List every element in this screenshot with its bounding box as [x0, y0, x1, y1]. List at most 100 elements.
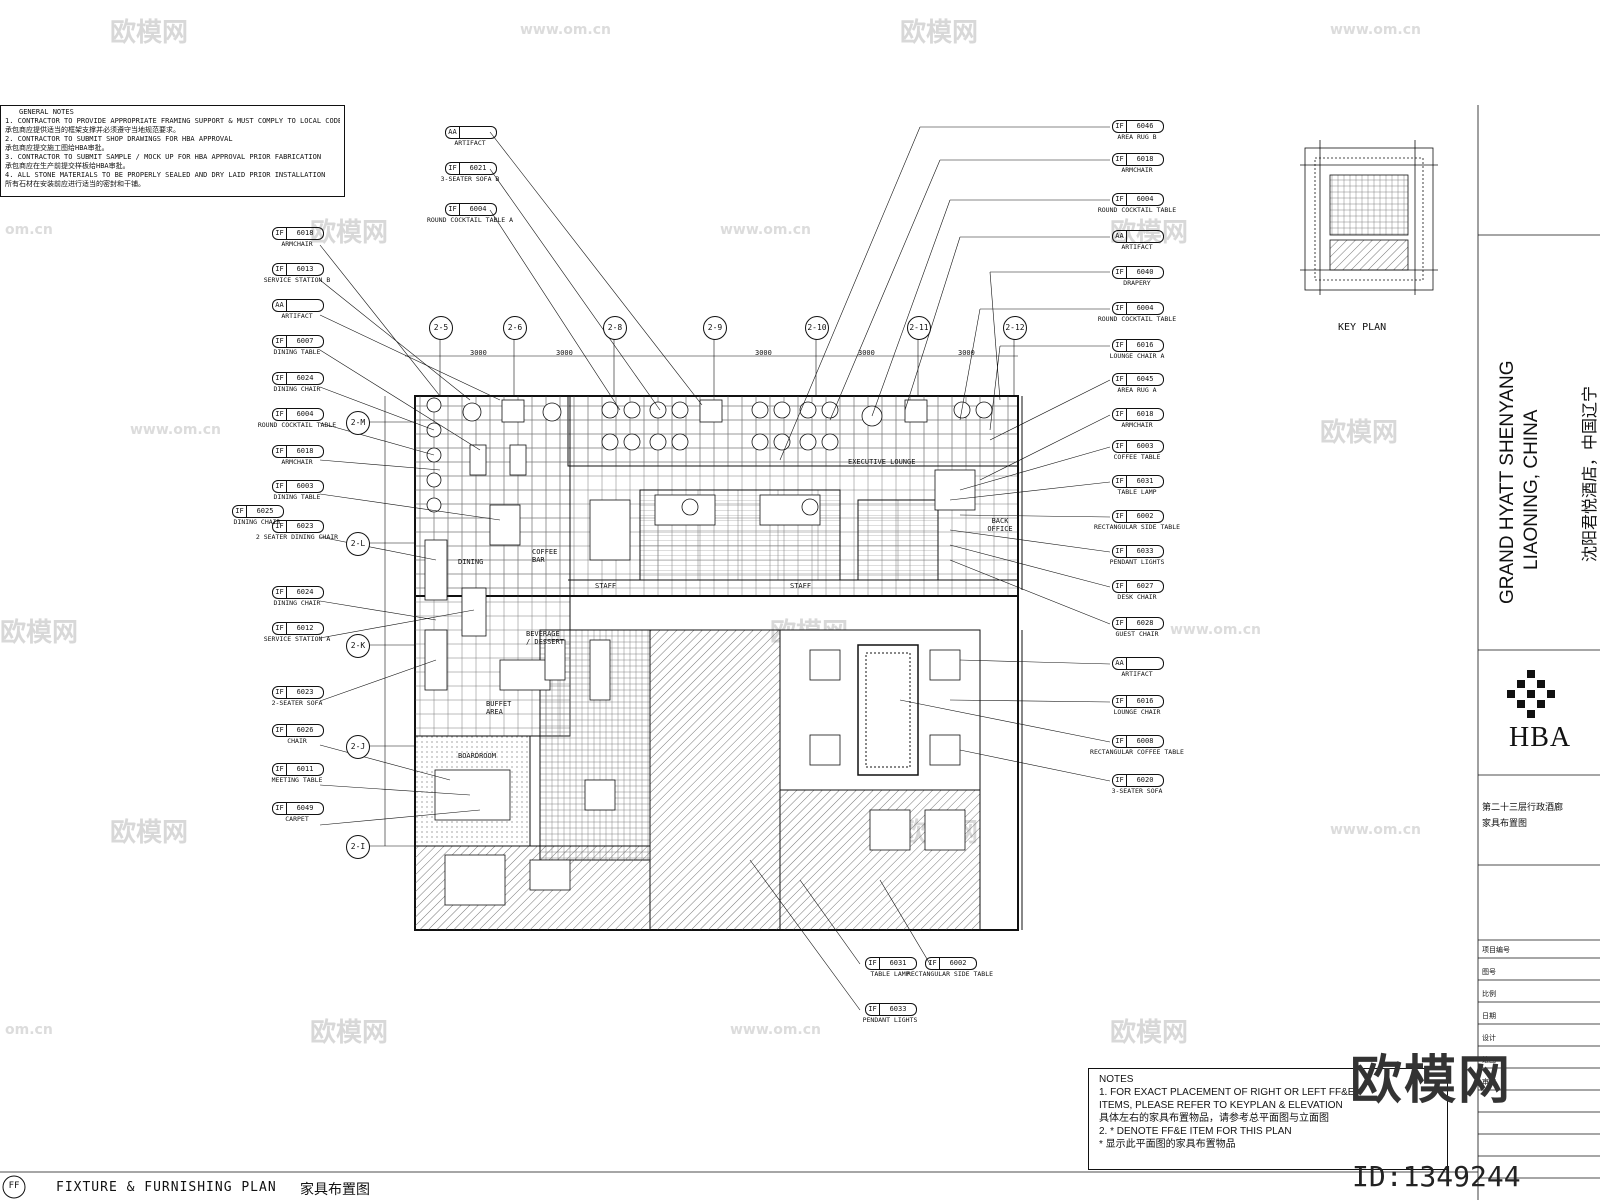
ffe-tag-code: 6021: [460, 162, 497, 175]
ffe-tag-code: 6002: [940, 957, 977, 970]
room-label: BUFFET AREA: [486, 700, 512, 716]
ffe-tag-code: [287, 299, 324, 312]
watermark-url: om.cn: [5, 1022, 53, 1038]
ffe-tag-prefix: IF: [1112, 695, 1127, 708]
ffe-tag-prefix: AA: [1112, 657, 1127, 670]
ffe-tag-label: PENDANT LIGHTS: [862, 1016, 918, 1024]
drawing-title-line: 第二十三层行政酒廊: [1482, 803, 1564, 813]
ffe-tag-label: 2 SEATER DINING CHAIR: [255, 533, 339, 541]
notes-box: NOTES 1. FOR EXACT PLACEMENT OF RIGHT OR…: [1088, 1068, 1448, 1170]
ffe-tag-prefix: IF: [272, 686, 287, 699]
ffe-tag-bubble: AA: [1112, 657, 1192, 670]
ffe-tag-code: 6049: [287, 802, 324, 815]
ffe-tag-prefix: IF: [272, 586, 287, 599]
ffe-tag-bubble: AA: [1112, 230, 1192, 243]
ffe-tag-code: 6016: [1127, 695, 1164, 708]
ffe-tag-label: LOUNGE CHAIR: [1113, 708, 1161, 716]
ffe-tag-label: TABLE LAMP: [870, 970, 910, 978]
ffe-tag-code: 6004: [1127, 193, 1164, 206]
project-location: LIAONING, CHINA: [1521, 409, 1542, 570]
ffe-tag-label: ROUND COCKTAIL TABLE A: [426, 216, 514, 224]
dimension-label: 3000: [755, 349, 772, 357]
leader-lines: [319, 126, 1111, 1011]
ffe-tag-code: [1127, 657, 1164, 670]
ffe-tag-code: 6013: [287, 263, 324, 276]
plan-outline: [414, 395, 1023, 931]
title-block-cell: 审核: [1482, 1078, 1496, 1086]
ffe-tag-label: MEETING TABLE: [271, 776, 323, 784]
ffe-tag-prefix: IF: [272, 480, 287, 493]
ffe-tag-label: DINING TABLE: [273, 493, 321, 501]
ffe-tag-label: COFFEE TABLE: [1113, 453, 1161, 461]
ffe-tag-code: 6003: [287, 480, 324, 493]
project-title: GRAND HYATT SHENYANG LIAONING, CHINA: [1496, 344, 1544, 604]
title-block-cell: 绘图: [1482, 1056, 1496, 1064]
ffe-tag-label: SERVICE STATION A: [263, 635, 331, 643]
ffe-tag-label: DINING CHAIR: [233, 518, 281, 526]
ffe-tag-label: ARMCHAIR: [281, 240, 313, 248]
ffe-tag-code: 6003: [1127, 440, 1164, 453]
ffe-tag-label: AREA RUG A: [1117, 386, 1157, 394]
ffe-tag-prefix: IF: [272, 372, 287, 385]
grid-bubble: 2-M: [346, 411, 370, 435]
grid-bubble: 2-I: [346, 835, 370, 859]
ffe-tag-label: DESK CHAIR: [1117, 593, 1157, 601]
ffe-tag-code: 6033: [1127, 545, 1164, 558]
watermark-url: www.om.cn: [1170, 622, 1262, 638]
ffe-tag-code: 6024: [287, 372, 324, 385]
watermark-brand: 欧模网: [310, 1018, 389, 1048]
ffe-tag-prefix: IF: [1112, 266, 1127, 279]
watermark-brand: 欧模网: [0, 618, 79, 648]
watermark-url: www.om.cn: [730, 1022, 822, 1038]
key-plan-label: KEY PLAN: [1338, 322, 1387, 333]
ffe-tag-code: 6025: [247, 505, 284, 518]
plan-symbol: FF: [8, 1181, 20, 1191]
watermark-brand: 欧模网: [110, 18, 189, 48]
dimension-label: 3000: [470, 349, 487, 357]
ffe-tag-label: LOUNGE CHAIR A: [1109, 352, 1165, 360]
ffe-tag-label: 3-SEATER SOFA B: [440, 175, 500, 183]
ffe-tag-code: 6040: [1127, 266, 1164, 279]
ffe-tag-bubble: AA: [445, 126, 525, 139]
ffe-tag-prefix: IF: [445, 203, 460, 216]
room-label: STAFF: [790, 582, 812, 590]
ffe-tag-prefix: AA: [445, 126, 460, 139]
room-label: COFFEE BAR: [532, 548, 558, 564]
general-note-line: 4. ALL STONE MATERIALS TO BE PROPERLY SE…: [5, 171, 326, 179]
ffe-tag-code: 6027: [1127, 580, 1164, 593]
ffe-tag-prefix: IF: [1112, 510, 1127, 523]
ffe-tag-label: AREA RUG B: [1117, 133, 1157, 141]
ffe-tag-code: 6023: [287, 520, 324, 533]
ffe-tag-label: 2-SEATER SOFA: [271, 699, 323, 707]
ffe-tag-prefix: IF: [272, 520, 287, 533]
ffe-tag-prefix: IF: [232, 505, 247, 518]
grid-bubble: 2-10: [805, 316, 829, 340]
ffe-tag-prefix: IF: [1112, 193, 1127, 206]
hba-logo-mark: [1507, 670, 1555, 718]
grid-bubble: 2-6: [503, 316, 527, 340]
